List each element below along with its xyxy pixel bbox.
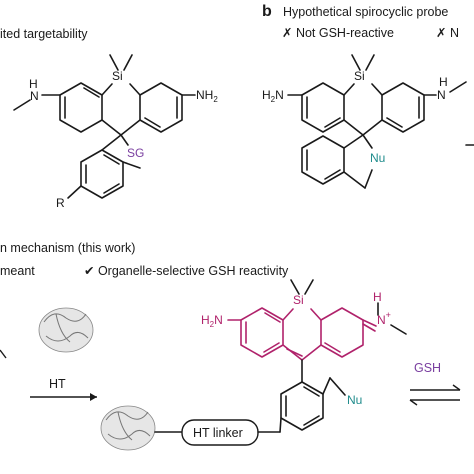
c-si-label: Si <box>293 293 304 307</box>
panel-b-note-1: ✗ Not GSH-reactive <box>282 26 394 40</box>
ht-arrowhead <box>90 393 97 401</box>
ht-arrow-label: HT <box>49 377 66 391</box>
a-n-left: N <box>30 89 39 103</box>
panel-a-molecule: Si N H NH2 SG R <box>13 54 218 210</box>
panel-b-note-2: ✗ N <box>436 26 459 40</box>
a-h-left: H <box>29 77 38 91</box>
b-si-label: Si <box>354 69 365 83</box>
panel-c-dye: Si H2N H N+ Nu <box>201 279 407 433</box>
protein-ribbon-icon <box>100 405 156 451</box>
a-nh2-label: NH2 <box>196 88 218 104</box>
protein-ribbon-icon <box>38 307 94 353</box>
b-n-right: N <box>437 88 446 102</box>
left-edge-arrow <box>0 349 7 359</box>
b-h-right: H <box>439 75 448 89</box>
c-n-plus-label: N+ <box>377 310 391 327</box>
b-nu-label: Nu <box>370 151 385 165</box>
ht-linker-label: HT linker <box>193 426 243 440</box>
a-si-label: Si <box>112 69 123 83</box>
gsh-arrow-label: GSH <box>414 361 441 375</box>
c-h2n-label: H2N <box>201 313 223 329</box>
c-h-label: H <box>373 290 382 304</box>
a-sg-label: SG <box>127 146 144 160</box>
panel-a-title: ited targetability <box>0 27 88 41</box>
panel-c-note-1: meant <box>0 264 35 278</box>
c-nu-label: Nu <box>347 393 362 407</box>
a-r-label: R <box>56 196 65 210</box>
gsh-forward-head <box>452 384 461 391</box>
b-h2n-label: H2N <box>262 88 284 104</box>
gsh-reverse-head <box>409 399 418 406</box>
panel-b-letter: b <box>262 3 272 20</box>
panel-b-title: Hypothetical spirocyclic probe <box>283 5 448 19</box>
panel-c-note-2: ✔ Organelle-selective GSH reactivity <box>84 264 289 278</box>
panel-c-title: n mechanism (this work) <box>0 241 135 255</box>
panel-b-molecule: Si H2N N H Nu <box>262 54 474 189</box>
